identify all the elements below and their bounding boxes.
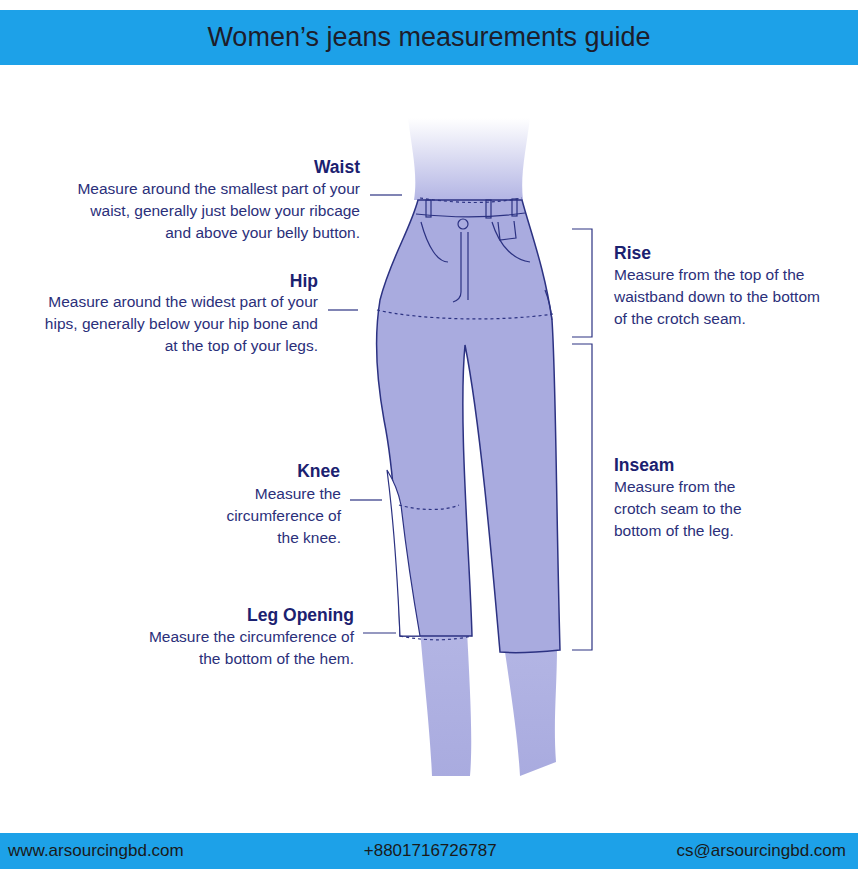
measure-description: Measure around the widest part of your h…	[42, 291, 318, 357]
left-lower-leg	[420, 630, 471, 776]
footer-band: www.arsourcingbd.com +8801716726787 cs@ars…	[0, 833, 858, 869]
measure-description: Measure the circumference of the knee.	[217, 483, 341, 549]
contact-text: cs@arsourcingbd.com	[677, 841, 846, 861]
leader-lines	[328, 195, 592, 650]
measure-description: Measure from the crotch seam to the bott…	[614, 476, 774, 542]
rise-bracket	[572, 229, 592, 337]
jeans-details	[416, 199, 552, 320]
measure-heading: Knee	[220, 460, 340, 482]
contact-text: www.arsourcingbd.com	[8, 841, 184, 861]
measure-heading: Waist	[160, 156, 360, 178]
page-title: Women’s jeans measurements guide	[0, 10, 858, 64]
flare-inside	[387, 470, 420, 636]
torso	[408, 118, 530, 200]
measure-heading: Leg Opening	[154, 604, 354, 626]
title-band: Women’s jeans measurements guide	[0, 10, 858, 65]
title-band	[0, 10, 858, 65]
measure-heading: Inseam	[614, 454, 814, 476]
measure-heading: Rise	[614, 242, 814, 264]
inseam-bracket	[572, 344, 592, 650]
measure-lines	[377, 198, 553, 640]
measure-description: Measure around the smallest part of your…	[68, 178, 360, 244]
measure-description: Measure from the top of the waistband do…	[614, 264, 836, 330]
contact-text: +8801716726787	[364, 841, 497, 861]
right-lower-leg	[504, 645, 557, 776]
jeans	[377, 200, 560, 653]
measure-description: Measure the circumference of the bottom …	[128, 626, 354, 670]
measure-heading: Hip	[118, 270, 318, 292]
